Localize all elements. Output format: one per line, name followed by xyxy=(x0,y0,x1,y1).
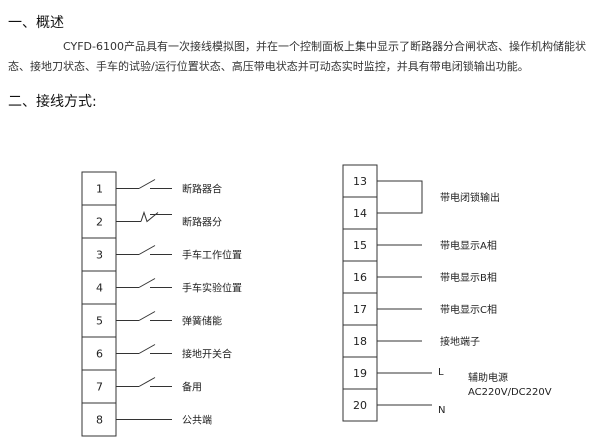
terminal-number: 19 xyxy=(353,367,367,380)
terminal-label: 公共端 xyxy=(182,414,212,427)
terminal-number: 5 xyxy=(96,315,103,328)
right-terminal-block: 13 14 15 16 17 18 19 20 xyxy=(342,164,378,422)
terminal-number: 20 xyxy=(353,399,367,412)
power-l-label: L xyxy=(438,367,444,378)
left-terminal-block: 1 断路器合 2 断路器分 3 手车工作位置 4 手车实验位置 5 弹簧储能 6 接地开关合 7 备用 8 公… xyxy=(81,171,242,437)
terminal-number: 15 xyxy=(353,239,367,252)
terminal-number: 2 xyxy=(96,216,103,229)
terminal-number: 7 xyxy=(96,381,103,394)
terminal-label: 断路器合 xyxy=(182,183,222,196)
terminal-number: 8 xyxy=(96,414,103,427)
section-1-title: 一、概述 xyxy=(8,15,64,31)
terminal-label: 接地开关合 xyxy=(182,348,232,361)
overview-line-1: CYFD-6100产品具有一次接线模拟图，并在一个控制面板上集中显示了断路器分合… xyxy=(63,40,575,53)
contact-blade xyxy=(138,245,156,255)
terminal-number: 1 xyxy=(96,183,103,196)
terminal-number: 13 xyxy=(353,175,367,188)
terminal-label: 手车实验位置 xyxy=(182,282,242,295)
terminal-number: 14 xyxy=(353,207,367,220)
contact-blade xyxy=(138,311,156,321)
lock-output-wire xyxy=(377,180,423,214)
contact-blade xyxy=(138,344,156,354)
terminal-number: 6 xyxy=(96,348,103,361)
section-2-title: 二、接线方式: xyxy=(8,94,97,110)
terminal-label: 备用 xyxy=(182,381,202,394)
contact-blade xyxy=(138,179,156,189)
contact-blade xyxy=(138,377,156,387)
terminal-number: 3 xyxy=(96,249,103,262)
terminal-label: 带电显示A相 xyxy=(440,239,497,252)
terminal-label: 手车工作位置 xyxy=(182,249,242,262)
terminal-number: 17 xyxy=(353,303,367,316)
overview-line-2: 状态、接地刀状态、手车的试验/运行位置状态、高压带电状态并可动态实时监控，并具有… xyxy=(8,40,586,73)
terminal-label: 带电闭锁输出 xyxy=(440,191,500,204)
contact-blade xyxy=(138,278,156,288)
terminal-number: 16 xyxy=(353,271,367,284)
terminal-label: 带电显示C相 xyxy=(440,303,497,316)
power-n-label: N xyxy=(438,405,445,416)
contact-blade xyxy=(140,210,159,223)
terminal-number: 4 xyxy=(96,282,103,295)
overview-paragraph: CYFD-6100产品具有一次接线模拟图，并在一个控制面板上集中显示了断路器分合… xyxy=(8,37,594,77)
terminal-label: 断路器分 xyxy=(182,216,222,229)
terminal-label: 弹簧储能 xyxy=(182,315,222,328)
terminal-label: 带电显示B相 xyxy=(440,271,497,284)
aux-power-voltage: AC220V/DC220V xyxy=(468,387,552,398)
aux-power-label: 辅助电源 xyxy=(468,371,508,384)
terminal-number: 18 xyxy=(353,335,367,348)
terminal-label: 接地端子 xyxy=(440,335,480,348)
